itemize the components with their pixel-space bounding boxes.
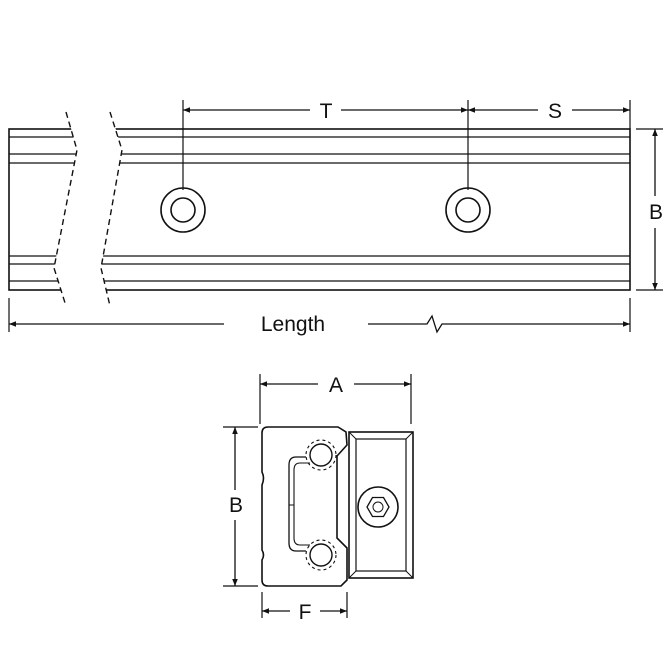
dimension-t-label: T [320, 100, 333, 123]
extension-lines-top [8, 100, 663, 332]
dimension-b-profile-label: B [229, 494, 243, 517]
mounting-hole-2 [445, 187, 491, 233]
ball-bearing-bottom [305, 539, 337, 571]
slider-block [348, 431, 414, 579]
rail-end-view [223, 374, 414, 618]
dimension-length [9, 314, 630, 334]
mounting-hole-1 [160, 187, 206, 233]
rail-break-gap [54, 110, 122, 306]
dimension-length-label: Length [261, 313, 325, 336]
hex-screw-icon [357, 486, 399, 528]
extension-lines-end [223, 374, 412, 618]
rail-body [8, 128, 631, 291]
rail-channel [288, 456, 306, 552]
dimension-s-label: S [548, 100, 562, 123]
rail-top-view [8, 100, 663, 332]
rail-channel-inner [293, 462, 310, 546]
ball-bearing-top [305, 439, 337, 471]
rail-profile-outline [261, 426, 348, 587]
dimension-a-label: A [329, 374, 343, 397]
dimension-b-rail-label: B [649, 201, 663, 224]
dimension-f-label: F [299, 601, 312, 624]
